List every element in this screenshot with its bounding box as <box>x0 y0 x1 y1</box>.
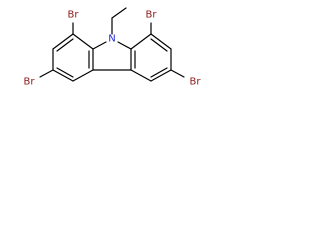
atom-bromine-bottom-left: Br <box>24 77 36 88</box>
bond <box>150 38 168 52</box>
molecule-structure: N Br Br Br Br <box>24 7 202 88</box>
bond <box>72 33 94 50</box>
bond <box>170 69 185 78</box>
atom-labels: N Br Br Br Br <box>24 10 202 88</box>
bonds <box>39 7 185 82</box>
atom-nitrogen: N <box>108 34 115 45</box>
bond <box>130 33 152 50</box>
bond <box>72 69 94 82</box>
bond <box>150 33 172 50</box>
bond <box>56 38 74 52</box>
bond <box>92 41 107 50</box>
bond <box>130 69 152 82</box>
bond <box>150 69 172 82</box>
bond <box>56 67 74 78</box>
bond <box>150 67 168 78</box>
bond <box>111 7 127 19</box>
atom-bromine-bottom-right: Br <box>190 77 202 88</box>
bond <box>39 69 54 78</box>
bond <box>117 41 132 50</box>
atom-bromine-top-right: Br <box>146 10 158 21</box>
bond <box>52 33 74 50</box>
atom-bromine-top-left: Br <box>68 10 80 21</box>
bond <box>52 69 74 82</box>
